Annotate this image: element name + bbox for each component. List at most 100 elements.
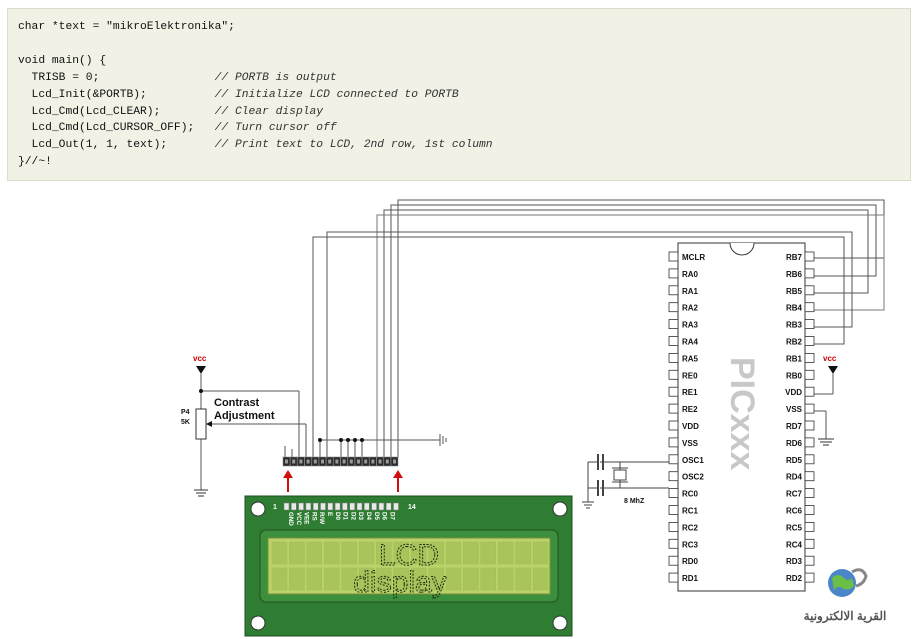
mcu-pin-label-right: VSS — [786, 405, 803, 414]
lcd-cell-grid — [271, 541, 549, 591]
mcu-pin-left — [668, 437, 679, 448]
mcu-pin-right — [804, 488, 815, 499]
svg-text:vcc: vcc — [823, 354, 837, 363]
mcu-pin-label-left: RA1 — [682, 287, 699, 296]
code-line: char *text = "mikroElektronika"; — [18, 21, 235, 33]
lcd-pin — [291, 502, 297, 511]
mcu-pin-label-left: RE2 — [682, 405, 698, 414]
code-comment: // Print text to LCD, 2nd row, 1st colum… — [214, 139, 493, 152]
lcd-pin-label: E — [326, 512, 333, 516]
lcd-pin — [342, 502, 348, 511]
code-statement: Lcd_Cmd(Lcd_CLEAR); — [18, 105, 215, 118]
lcd-pin-label: R/W — [318, 512, 325, 524]
code-statement: }//~! — [18, 156, 52, 169]
mcu-pin-label-left: RC0 — [682, 490, 699, 499]
mcu-pin-label-left: RA5 — [682, 354, 699, 363]
mcu-pin-right — [804, 454, 815, 465]
lcd-pin — [283, 502, 290, 511]
lcd-pin — [393, 502, 399, 511]
mcu-pin-label-left: RC3 — [682, 540, 699, 549]
mcu-pin-label-right: RD4 — [786, 473, 803, 482]
mcu-pin-label-right: RB0 — [786, 371, 803, 380]
lcd-pin — [371, 502, 377, 511]
microcontroller: MCLRRA0RA1RA2RA3RA4RA5RE0RE1RE2VDDVSSOSC… — [668, 242, 815, 592]
mcu-pin-left — [668, 319, 679, 330]
mcu-pin-left — [668, 488, 679, 499]
mcu-pin-right — [804, 251, 815, 262]
mcu-pin-left — [668, 538, 679, 549]
junction-dot — [353, 438, 357, 442]
mcu-pin-right — [804, 302, 815, 313]
svg-text:1: 1 — [273, 504, 277, 511]
code-line: Lcd_Init(&PORTB); // Initialize LCD conn… — [18, 89, 459, 101]
mcu-pin-right — [804, 336, 815, 346]
lcd-pin — [327, 502, 334, 511]
mcu-pin-label-right: RD5 — [786, 456, 803, 465]
lcd-pin — [305, 502, 312, 511]
mcu-pin-label-right: RB2 — [786, 338, 803, 347]
junction-dot — [360, 438, 364, 442]
crystal-label: 8 MhZ — [624, 498, 645, 505]
lcd-pin-label: D3 — [357, 512, 364, 520]
wire-junctions — [199, 389, 364, 442]
watermark-text: القرية الالكترونية — [804, 609, 887, 624]
mcu-pin-label-right: RD2 — [786, 574, 803, 583]
code-comment: // PORTB is output — [214, 71, 337, 84]
mcu-pin-right — [804, 369, 815, 380]
mcu-pin-label-right: RB3 — [786, 321, 803, 330]
code-line: void main() { — [18, 55, 106, 67]
mcu-pin-label-left: RA0 — [682, 270, 699, 279]
mcu-pins: MCLRRA0RA1RA2RA3RA4RA5RE0RE1RE2VDDVSSOSC… — [668, 251, 815, 583]
lcd-pin-label: D2 — [349, 512, 356, 520]
code-comment: // Turn cursor off — [214, 122, 337, 135]
mcu-pin-label-left: OSC2 — [682, 473, 704, 482]
mcu-pin-left — [668, 352, 679, 363]
code-statement: void main() { — [18, 54, 107, 67]
mcu-pin-label-left: OSC1 — [682, 456, 704, 465]
mcu-pin-label-right: RB6 — [786, 270, 803, 279]
code-comment: // Clear display — [214, 105, 324, 118]
code-comment: // Initialize LCD connected to PORTB — [214, 88, 459, 101]
lcd-pin — [298, 502, 304, 511]
mcu-pin-left — [668, 522, 679, 532]
mcu-pin-label-right: RB1 — [786, 354, 803, 363]
mcu-pin-right — [804, 403, 815, 414]
svg-text:14: 14 — [408, 504, 416, 511]
lcd-pin-label: D4 — [365, 512, 372, 520]
lcd-pin-label: D0 — [334, 512, 341, 520]
mcu-pin-label-right: RD3 — [786, 557, 803, 566]
code-line: Lcd_Cmd(Lcd_CLEAR); // Clear display — [18, 105, 324, 118]
ground-bus — [284, 434, 447, 458]
connector-arrows — [283, 470, 403, 492]
mcu-pin-label-right: RB7 — [786, 253, 803, 262]
lcd-line2: display — [353, 566, 446, 599]
mcu-pin-left — [668, 555, 679, 566]
mcu-pin-label-left: RC2 — [682, 523, 699, 532]
mcu-pin-right — [804, 437, 815, 448]
mcu-pin-right — [804, 386, 815, 397]
lcd-pin — [312, 502, 319, 511]
mcu-pin-left — [668, 285, 679, 296]
mcu-pin-right — [804, 522, 815, 532]
mcu-pin-left — [668, 572, 679, 583]
mcu-pin-left — [668, 336, 679, 346]
mcu-pin-label-right: RC4 — [786, 540, 803, 549]
svg-text:P4: P4 — [181, 409, 190, 416]
mcu-pin-left — [668, 369, 679, 380]
contrast-label: Contrast Adjustment — [214, 397, 275, 422]
lcd-pin-label: D7 — [388, 512, 395, 520]
mcu-name: PICxxx — [723, 357, 761, 470]
code-line: TRISB = 0; // PORTB is output — [18, 72, 337, 84]
mcu-pin-right — [804, 572, 815, 583]
code-line: Lcd_Out(1, 1, text); // Print text to LC… — [18, 139, 493, 151]
mcu-pin-left — [668, 268, 679, 279]
mcu-pin-right — [804, 319, 815, 330]
lcd-header-connector — [282, 456, 399, 467]
junction-dot — [318, 438, 322, 442]
code-line: Lcd_Cmd(Lcd_CURSOR_OFF); // Turn cursor … — [18, 122, 337, 134]
mcu-pin-right — [804, 420, 815, 431]
lcd-pin-row — [283, 502, 399, 511]
schematic-diagram: vcc P4 5K Contrast Adjustment — [181, 199, 887, 637]
mcu-pin-right — [804, 471, 815, 482]
